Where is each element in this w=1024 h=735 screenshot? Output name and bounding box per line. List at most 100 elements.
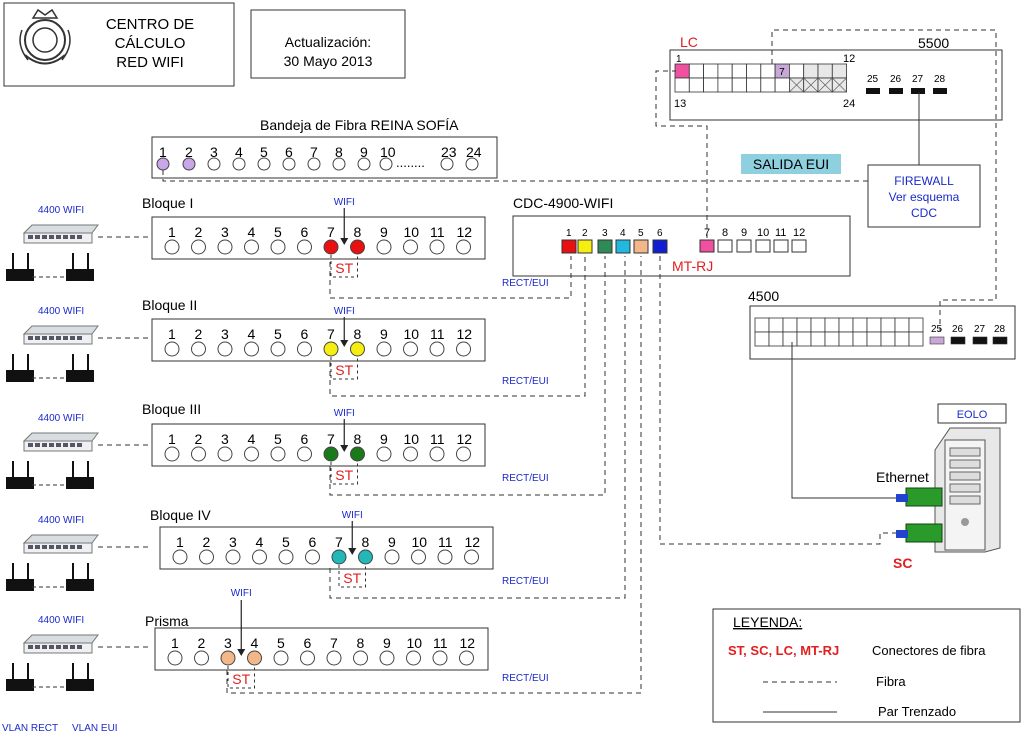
panel-port-label: 5 [274,431,282,447]
eolo-server: EOLO Ethernet SC [876,403,1007,571]
s5500-top-last: 12 [843,53,855,65]
panel-port [244,239,259,255]
s5500-port [717,63,733,79]
s5500-port [688,77,704,93]
panel-port [191,239,206,255]
panel-port-label: 5 [282,534,290,550]
panel-port-label: 11 [433,635,448,651]
panel-port [191,341,206,357]
cdc-port2-label: 8 [722,227,728,239]
tray-dots: ........ [396,155,425,170]
cdc-port-label: 4 [620,228,626,239]
panel-port [376,341,392,357]
ap-label: 4400 WIFI [38,615,84,626]
wifi-label: WIFI [334,408,355,419]
cdc-port [597,239,613,254]
switch-4400-icon [22,634,99,654]
cdc-port2-label: 12 [793,227,805,239]
block-title: Bloque I [142,195,193,211]
panel-port-label: 12 [465,534,481,550]
tray-port-label: 7 [310,144,318,160]
tray-port [332,157,346,171]
cdc-port [561,239,577,254]
cdc-port-label: 1 [566,228,572,239]
firewall-line2: Ver esquema [889,190,960,204]
panel-port [437,549,453,565]
wireless-router-icon [6,461,34,489]
title-line3: RED WIFI [116,54,184,71]
panel-port [353,650,368,666]
wifi-arrow-head [340,238,349,245]
tray-port-label: 6 [285,144,293,160]
s5500-port [789,63,805,79]
s5500-right-port [933,88,947,94]
tray-port [307,157,321,171]
s4500-right-port [972,336,988,345]
fiber-tray-title: Bandeja de Fibra REINA SOFÍA [260,117,459,133]
cdc-port2-label: 10 [757,227,769,239]
panel-port-label: 6 [304,635,312,651]
panel-port-label: 6 [301,431,309,447]
patch-panel [151,318,486,362]
wireless-router-icon [66,461,94,489]
panel-port [305,549,320,565]
s4500-port [782,317,798,333]
cdc-port [633,239,649,254]
wifi-label: WIFI [334,197,355,208]
s4500-port [852,317,868,333]
sc-label: SC [893,555,912,571]
s5500-right-label: 26 [890,74,902,85]
panel-port-label: 12 [457,431,473,447]
firewall-line3: CDC [911,206,937,220]
panel-port-label: 11 [430,431,445,447]
server-icon [934,427,1001,553]
s5500-port [831,63,847,79]
panel-port-label: 1 [176,534,184,550]
s4500-port [782,331,798,347]
s4500-port [866,317,882,333]
switch-4400-icon [22,432,99,452]
vlan-rect-label: VLAN RECT [2,723,58,734]
panel-port-label: 8 [354,326,362,342]
s5500-port [688,63,704,79]
panel-port [331,549,347,565]
wireless-router-icon [66,663,94,691]
panel-port [297,239,312,255]
panel-port-label: 3 [224,635,232,651]
panel-port [270,446,286,462]
panel-port [194,650,209,666]
s4500-right-label: 27 [974,324,986,335]
switch4500-title: 4500 [748,288,779,304]
st-label: ST [335,260,353,276]
s5500-port [746,63,762,79]
panel-port [297,341,312,357]
panel-port [464,549,479,565]
cdc-port [577,239,593,254]
s5500-port [803,63,819,79]
title-line1: CENTRO DE [106,16,194,33]
wireless-router-icon [6,663,34,691]
cdc-port2-label: 11 [775,227,786,239]
panel-port [432,650,448,666]
panel-port [297,446,312,462]
lc-label: LC [680,34,698,50]
s5500-port [717,77,733,93]
panel-port [350,446,365,462]
legend-connectors-text: Conectores de fibra [872,643,986,658]
s4500-port [754,331,770,347]
s4500-port [796,317,812,333]
panel-port-label: 1 [168,224,176,240]
s4500-port [754,317,770,333]
s5500-port [746,77,762,93]
cdc-port [615,239,631,254]
wifi-arrow-head [340,340,349,347]
tray-port-label: 4 [235,144,243,160]
panel-port [429,446,445,462]
panel-port-label: 3 [221,431,229,447]
fiber-line-cdc7-5500 [655,70,708,238]
twisted-line-4500-eolo [791,342,896,499]
s5500-top-first: 1 [676,54,682,65]
tray-port-label: 3 [210,144,218,160]
